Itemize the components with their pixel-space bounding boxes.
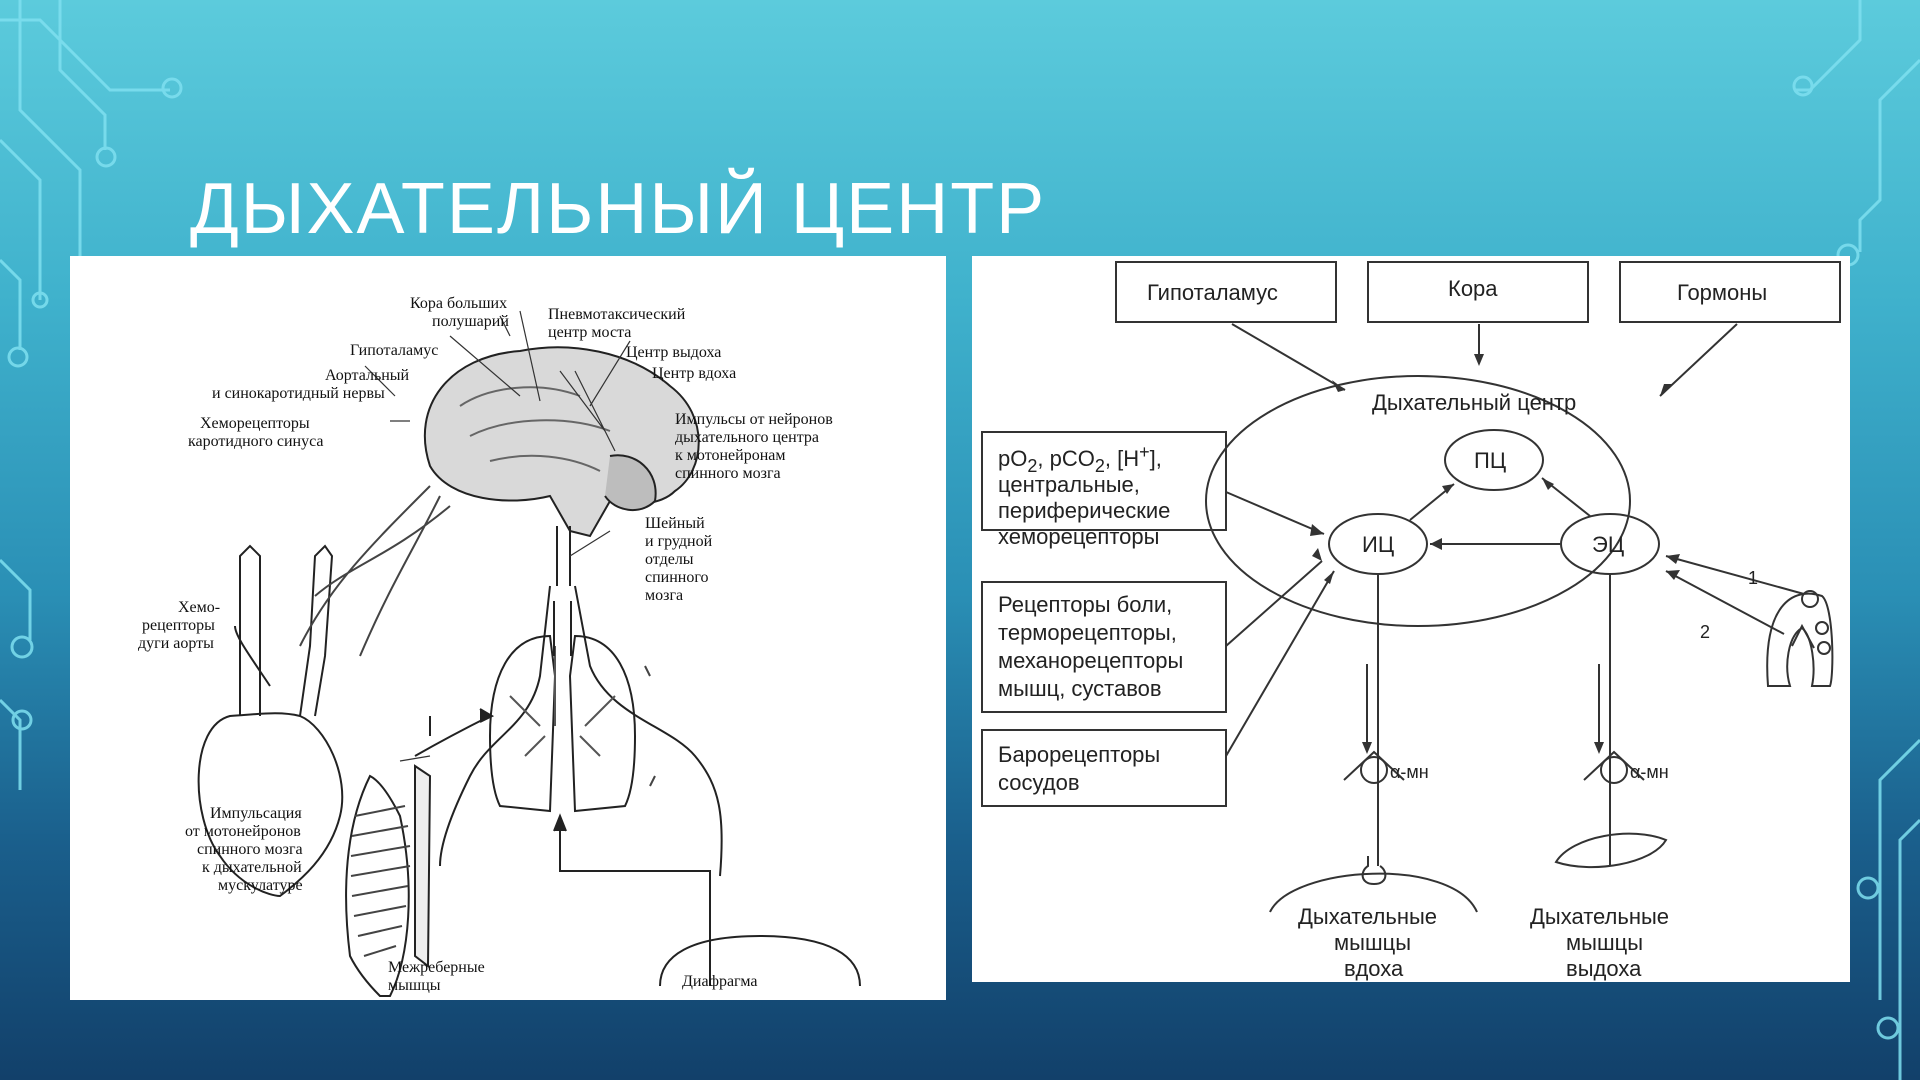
motoneuron-exhale [1600, 756, 1628, 784]
pain-line-2: терморецепторы, [998, 620, 1177, 645]
pain-line-4: мышц, суставов [998, 676, 1162, 701]
muscles-exhale-line-3: выдоха [1566, 956, 1642, 981]
baro-line-2: сосудов [998, 770, 1080, 795]
label-chemo-aorta: Хемо- [178, 599, 220, 616]
label-spinal-5: мозга [645, 587, 683, 604]
chemo-line-2: центральные, [998, 472, 1140, 497]
label-intercostal: Межреберные [388, 959, 485, 976]
center-title: Дыхательный центр [1372, 390, 1576, 415]
node-label-ic: ИЦ [1362, 532, 1394, 557]
chemo-line-4: хеморецепторы [998, 524, 1159, 549]
label-aortic-2: и синокаротидный нервы [212, 385, 385, 402]
label-impulsation-2: от мотонейронов [185, 823, 301, 840]
muscles-exhale-line-1: Дыхательные [1530, 904, 1669, 929]
top-box-label-hormones: Гормоны [1677, 280, 1767, 305]
chemo-line-3: периферические [998, 498, 1170, 523]
receptor-organ [1766, 592, 1834, 687]
pain-line-3: механорецепторы [998, 648, 1183, 673]
label-impulsation-3: спинного мозга [197, 841, 303, 858]
label-spinal: Шейный [645, 515, 705, 532]
box-pain-receptors [981, 581, 1227, 713]
label-impulsation-4: к дыхательной [202, 859, 302, 876]
node-label-ec: ЭЦ [1592, 532, 1624, 557]
muscle-inhale-shape [1269, 872, 1478, 913]
respiratory-center-schema: Гипоталамус Кора Гормоны Дыхательный цен… [972, 256, 1850, 982]
muscles-exhale-line-2: мышцы [1566, 930, 1643, 955]
top-box-label-hypothalamus: Гипоталамус [1147, 280, 1278, 305]
label-chemo-carotid: Хеморецепторы [200, 415, 310, 432]
label-chemo-carotid-2: каротидного синуса [188, 433, 323, 450]
pathway-number-2: 2 [1700, 622, 1710, 642]
label-impulses-3: к мотонейронам [675, 447, 785, 464]
respiratory-center-ellipse [1205, 375, 1631, 627]
slide-title: ДЫХАТЕЛЬНЫЙ ЦЕНТР [190, 169, 1047, 249]
label-intercostal-2: мышцы [388, 977, 441, 994]
label-impulsation: Импульсация [210, 805, 302, 822]
muscle-exhale-shape [1554, 832, 1668, 868]
label-aortic: Аортальный [325, 367, 410, 384]
label-spinal-2: и грудной [645, 533, 713, 550]
label-spinal-4: спинного [645, 569, 709, 586]
diaphragm-shape [659, 934, 861, 987]
label-pneumotaxic: Пневмотаксический [548, 306, 686, 323]
top-box-label-cortex: Кора [1448, 276, 1498, 301]
box-hormones [1619, 261, 1841, 323]
label-inhale-center: Центр вдоха [652, 365, 736, 382]
ribcage [345, 774, 410, 997]
muscles-inhale-line-2: мышцы [1334, 930, 1411, 955]
box-hypothalamus [1115, 261, 1337, 323]
label-impulses-4: спинного мозга [675, 465, 781, 482]
motoneuron-label-inhale: α-мн [1390, 762, 1429, 782]
box-cortex [1367, 261, 1589, 323]
anatomy-drawing: Кора больших полушарий Пневмотаксический… [138, 295, 861, 997]
lungs [488, 634, 637, 813]
label-cortex-2: полушарий [432, 313, 509, 330]
muscles-inhale-line-1: Дыхательные [1298, 904, 1437, 929]
label-cortex: Кора больших [410, 295, 507, 312]
label-spinal-3: отделы [645, 551, 694, 568]
label-exhale-center: Центр выдоха [626, 344, 721, 361]
label-chemo-aorta-2: рецепторы [142, 617, 215, 634]
muscles-inhale-line-3: вдоха [1344, 956, 1404, 981]
label-chemo-aorta-3: дуги аорты [138, 635, 214, 652]
label-hypothalamus: Гипоталамус [350, 342, 438, 359]
label-impulses: Импульсы от нейронов [675, 411, 833, 428]
motoneuron-label-exhale: α-мн [1630, 762, 1669, 782]
pathway-number-1: 1 [1748, 568, 1758, 588]
label-pneumotaxic-2: центр моста [548, 324, 631, 341]
box-chemoreceptors [981, 431, 1227, 531]
box-baroreceptors [981, 729, 1227, 807]
baro-line-1: Барорецепторы [998, 742, 1160, 767]
spinal-cord [556, 526, 571, 586]
schema-drawing: Гипоталамус Кора Гормоны Дыхательный цен… [981, 261, 1841, 981]
spine-column [414, 764, 432, 969]
node-label-pc: ПЦ [1474, 448, 1506, 473]
label-impulses-2: дыхательного центра [675, 429, 819, 446]
label-diaphragm: Диафрагма [682, 973, 758, 990]
motoneuron-inhale [1360, 756, 1388, 784]
label-impulsation-5: мускулатуре [218, 877, 303, 894]
respiratory-anatomy-figure: Кора больших полушарий Пневмотаксический… [70, 256, 946, 1000]
node-pc [1444, 429, 1544, 491]
pain-line-1: Рецепторы боли, [998, 592, 1172, 617]
chemo-line-1: pO2, pCO2, [H+], [998, 442, 1162, 476]
